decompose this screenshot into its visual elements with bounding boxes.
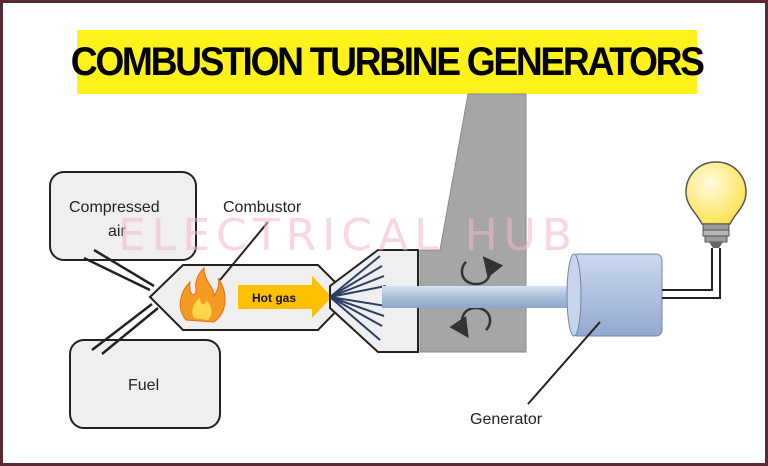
- turbine-shaft: [382, 286, 578, 308]
- compressed-air-label-line1: Compressed: [69, 199, 160, 216]
- generator-leader-line: [527, 321, 601, 405]
- compressed-air-label-line2: air: [108, 223, 126, 240]
- compressed-air-box: [49, 171, 197, 261]
- generator-label: Generator: [470, 411, 543, 428]
- hot-gas-arrow: [238, 276, 332, 318]
- combustor-leader-line: [219, 221, 269, 281]
- light-bulb-icon: [685, 161, 747, 248]
- title-banner: COMBUSTION TURBINE GENERATORS: [71, 30, 705, 94]
- turbine-casing: [329, 249, 419, 353]
- turbine-blades: [329, 255, 387, 341]
- page-title: COMBUSTION TURBINE GENERATORS: [71, 39, 705, 84]
- generator: [566, 253, 663, 337]
- fuel-box: [69, 339, 221, 429]
- fuel-label: Fuel: [128, 377, 159, 394]
- watermark-text: ELECTRICAL HUB: [118, 210, 578, 261]
- hot-gas-label: Hot gas: [252, 291, 296, 305]
- bulb-wires: [662, 248, 721, 299]
- air-inlet-lines: [83, 248, 155, 292]
- fuel-inlet-lines: [91, 303, 159, 355]
- flame-icon: [179, 266, 226, 323]
- combustor-label: Combustor: [223, 199, 302, 216]
